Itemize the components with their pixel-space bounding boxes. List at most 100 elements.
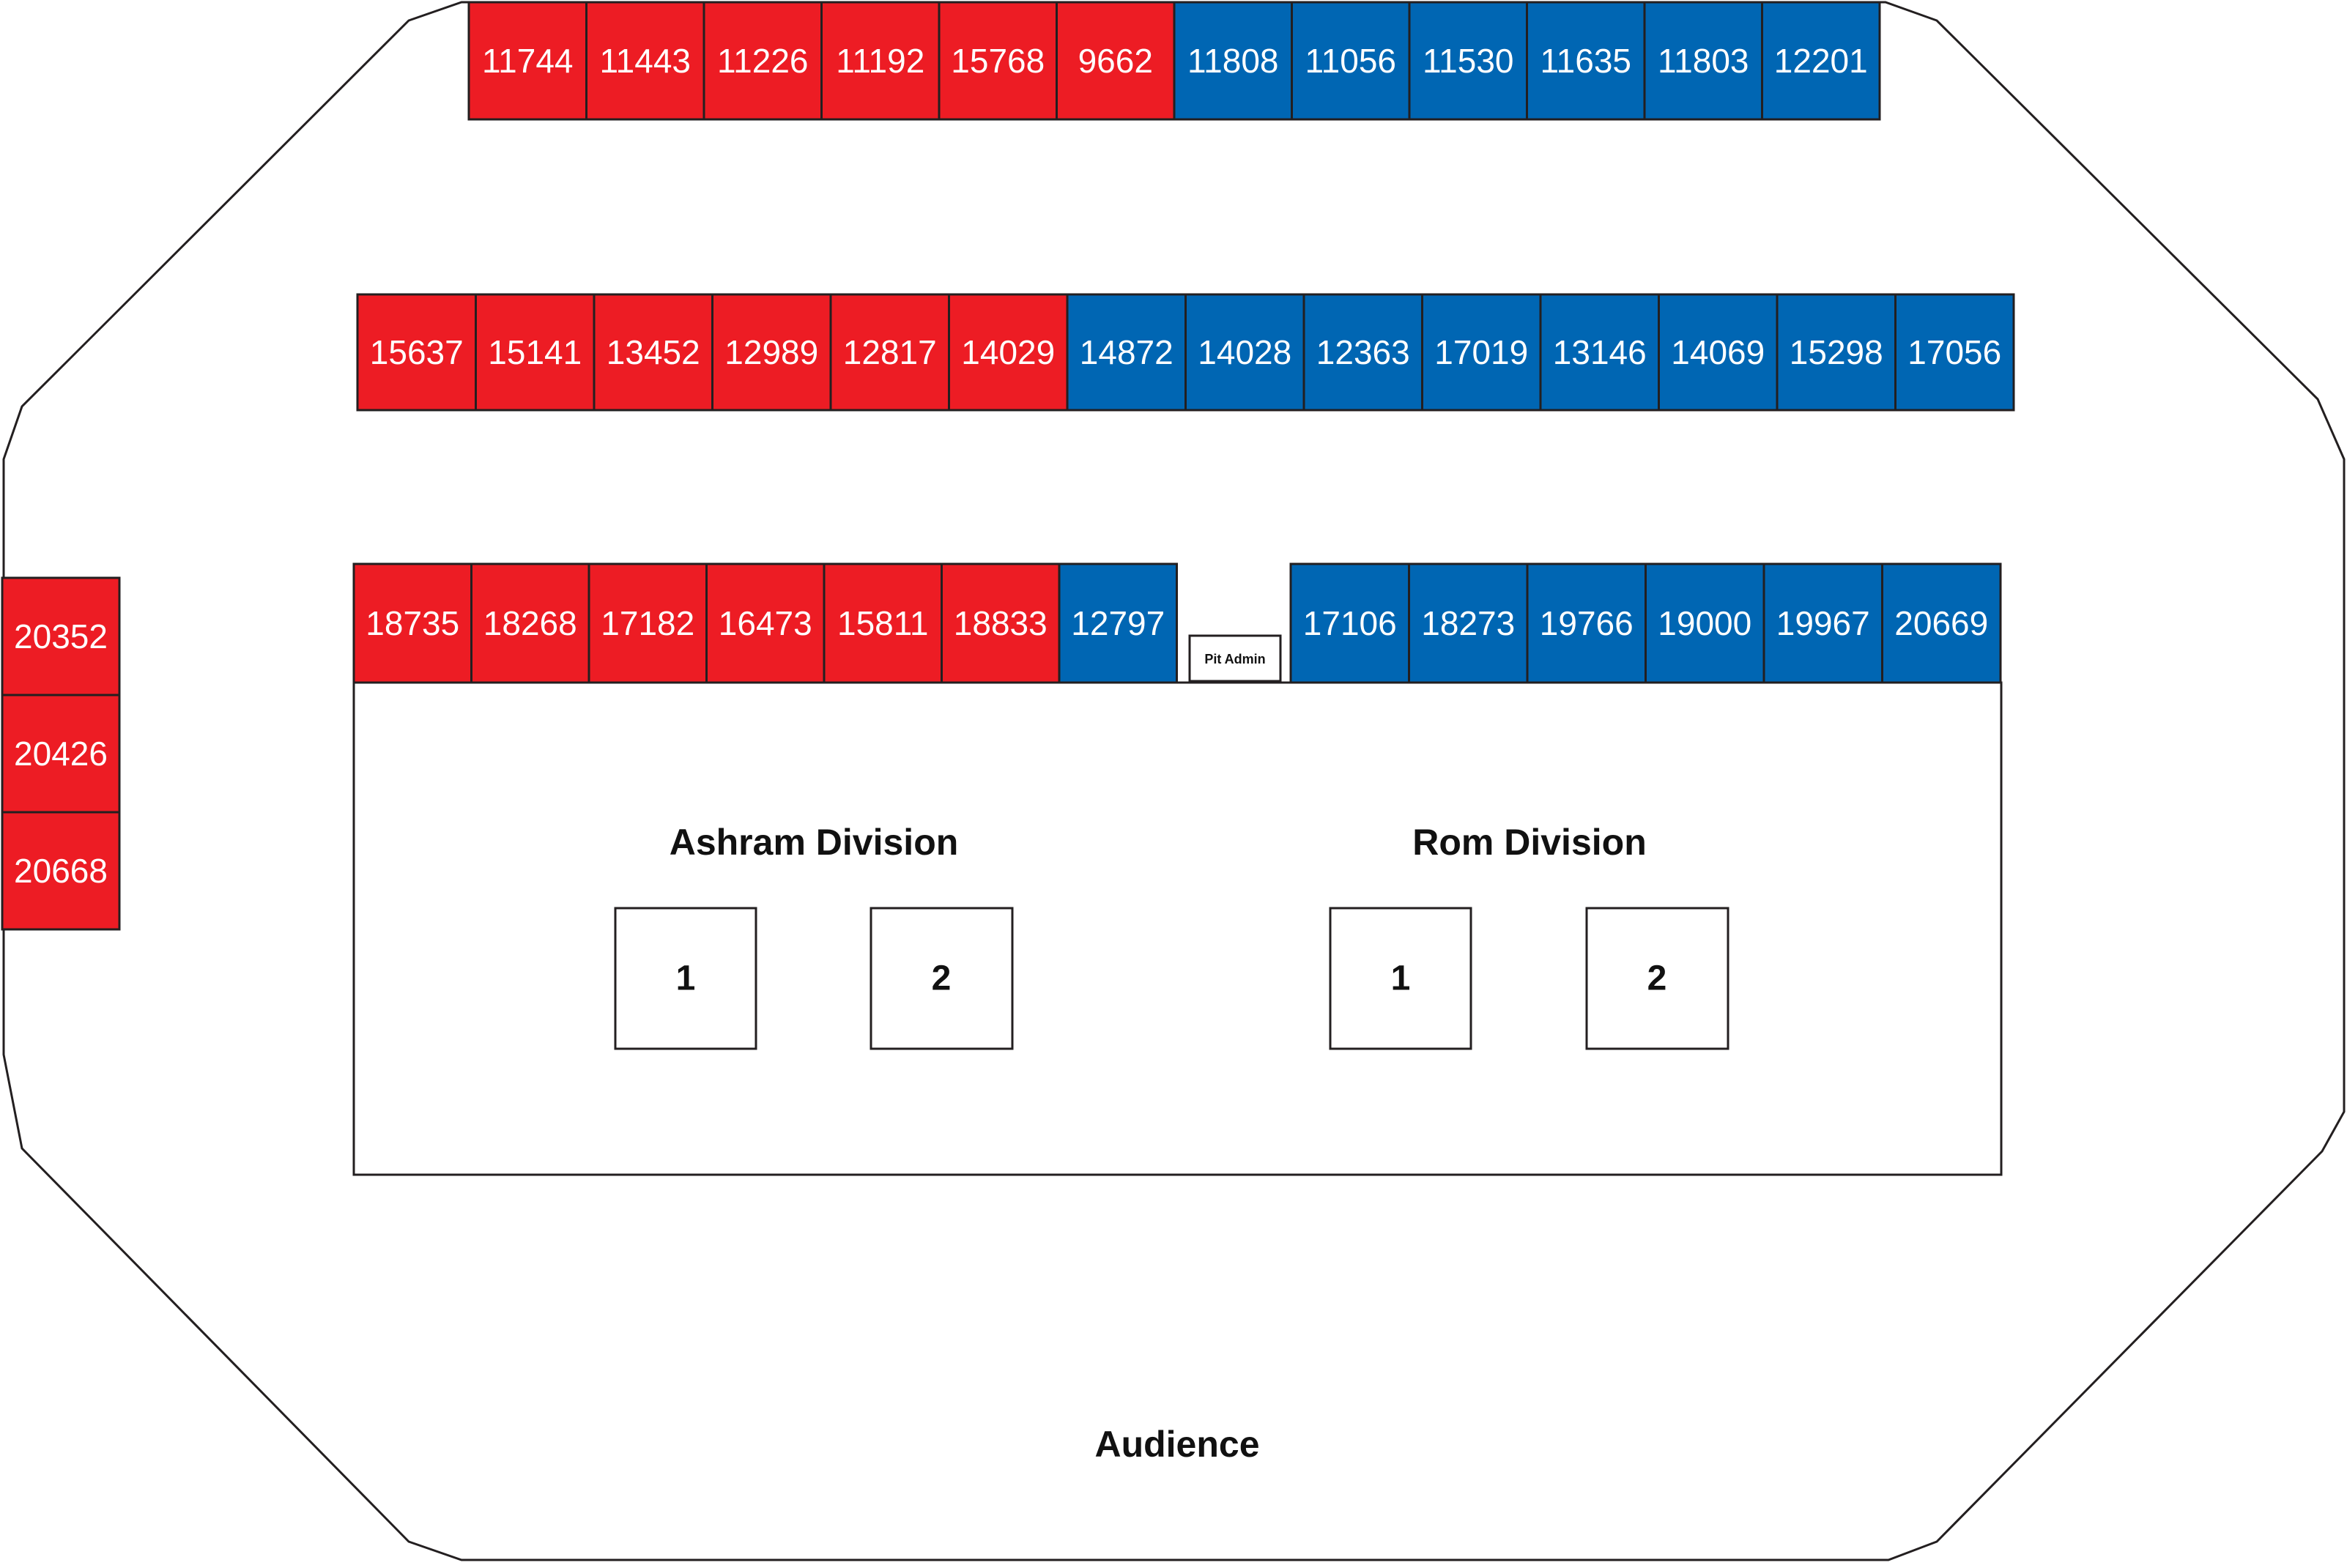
team-number: 15141 [488,333,582,371]
team-booth-18273: 18273 [1408,562,1529,684]
team-number: 12363 [1316,333,1410,371]
team-booth-11443: 11443 [585,1,705,121]
team-number: 17019 [1434,333,1528,371]
booth-box [1056,1,1176,121]
booth-column-left: 20352 20426 20668 [1,576,121,931]
booth-box [1066,293,1187,412]
team-booth-12817: 12817 [829,293,950,412]
team-booth-11803: 11803 [1643,1,1763,121]
team-number: 17056 [1907,333,2001,371]
team-number: 14872 [1080,333,1174,371]
pit-admin: Pit Admin [1188,634,1282,683]
booth-box [941,562,1061,684]
team-number: 20426 [14,735,108,773]
team-number: 15637 [370,333,464,371]
booth-box [475,293,596,412]
team-booth-14028: 14028 [1184,293,1305,412]
team-booth-9662: 9662 [1056,1,1176,121]
team-booth-14069: 14069 [1658,293,1779,412]
field-1 [1329,907,1472,1050]
team-booth-18735: 18735 [352,562,472,684]
team-number: 13146 [1553,333,1647,371]
booth-box [705,562,826,684]
division-rom: Rom Division 1 2 [1329,822,1729,1050]
team-booth-12201: 12201 [1761,1,1881,121]
team-booth-17056: 17056 [1894,293,2015,412]
field-1 [614,907,757,1050]
field-label: 2 [1647,959,1667,998]
team-booth-15637: 15637 [356,293,477,412]
booth-box [1762,562,1883,684]
team-booth-18268: 18268 [470,562,590,684]
team-booth-12989: 12989 [711,293,832,412]
booth-box [1302,293,1423,412]
team-number: 20668 [14,852,108,890]
team-booth-11530: 11530 [1408,1,1528,121]
division-title: Rom Division [1412,822,1646,863]
team-number: 11443 [599,42,691,80]
team-booth-15298: 15298 [1776,293,1896,412]
booth-box [1645,562,1765,684]
competition-area [352,681,2003,1176]
booth-box [1184,293,1305,412]
team-booth-19766: 19766 [1526,562,1647,684]
team-booth-17106: 17106 [1289,562,1410,684]
team-number: 15811 [837,604,929,642]
booth-box [1,694,121,814]
team-number: 18735 [366,604,459,642]
team-number: 11192 [836,42,924,80]
team-booth-20426: 20426 [1,694,121,814]
booth-box [1894,293,2015,412]
field-label: 1 [1391,959,1411,998]
booth-box [356,293,477,412]
team-number: 18268 [483,604,577,642]
team-number: 11635 [1540,42,1631,80]
team-number: 20669 [1894,604,1988,642]
team-number: 11803 [1658,42,1749,80]
team-number: 12989 [724,333,818,371]
team-booth-11192: 11192 [820,1,941,121]
booth-box [829,293,950,412]
team-booth-17182: 17182 [587,562,708,684]
division-ashram: Ashram Division 1 2 [614,822,1014,1050]
booth-box [1658,293,1779,412]
field-2 [870,907,1014,1050]
booth-box [585,1,705,121]
booth-box [1408,1,1528,121]
booth-box [1761,1,1881,121]
team-number: 11530 [1423,42,1514,80]
booth-box [1,811,121,931]
team-number: 14028 [1198,333,1291,371]
booth-box [823,562,943,684]
booth-box [1526,562,1647,684]
team-number: 18833 [954,604,1048,642]
team-booth-15141: 15141 [475,293,596,412]
booth-box [352,562,472,684]
field-2 [1585,907,1729,1050]
team-number: 9662 [1078,42,1153,80]
booth-box [1526,1,1646,121]
team-booth-11808: 11808 [1173,1,1293,121]
pit-admin-label: Pit Admin [1204,652,1265,666]
booth-box [593,293,713,412]
audience-label: Audience [1094,1424,1259,1465]
team-booth-14029: 14029 [948,293,1069,412]
team-booth-20669: 20669 [1881,562,2002,684]
team-number: 15298 [1790,333,1883,371]
team-number: 11808 [1187,42,1279,80]
team-booth-11226: 11226 [702,1,823,121]
team-number: 13452 [607,333,700,371]
team-booth-20352: 20352 [1,576,121,696]
team-number: 17106 [1303,604,1397,642]
team-number: 16473 [719,604,812,642]
booth-box [470,562,590,684]
booth-box [1289,562,1410,684]
field-label: 2 [932,959,952,998]
booth-box [702,1,823,121]
team-booth-12797: 12797 [1058,562,1178,684]
team-booth-11744: 11744 [467,1,587,121]
team-number: 19000 [1658,604,1751,642]
team-number: 12797 [1071,604,1165,642]
